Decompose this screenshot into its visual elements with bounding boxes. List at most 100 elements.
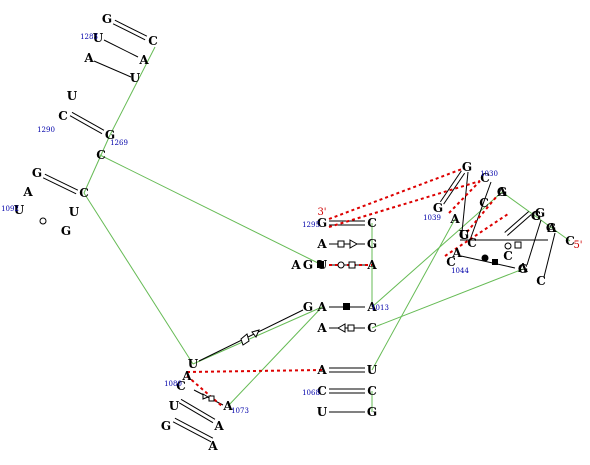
pair-c-a-long — [460, 255, 516, 269]
residue-number-1013: 1013 — [371, 304, 389, 312]
pair-triangle-symbol-4 — [202, 393, 210, 400]
nucleotide-n24: A — [366, 258, 377, 272]
nucleotide-n62: G — [535, 206, 545, 220]
nucleotide-n52: A — [181, 369, 192, 383]
nucleotide-n59: G — [546, 221, 556, 235]
residue-number-1080: 1080 — [164, 380, 182, 388]
nucleotide-n48: C — [367, 384, 377, 398]
backbone-layer — [83, 46, 571, 412]
nucleotide-n15: U — [14, 203, 25, 217]
tertiary-interaction-layer — [186, 168, 509, 408]
nucleotide-n47: C — [317, 384, 327, 398]
pair-square-symbol — [337, 240, 345, 248]
nucleotide-n54: A — [222, 399, 233, 413]
pair-square-symbol-3 — [348, 261, 356, 269]
nucleotide-n31: C — [480, 171, 490, 185]
residue-number-1039: 1039 — [423, 214, 441, 222]
nucleotide-n11: G — [32, 166, 42, 180]
nucleotide-n43: G — [518, 262, 528, 276]
nucleotide-n38: C — [565, 234, 575, 248]
nucleotide-n2: C — [148, 34, 158, 48]
pair-triangle-symbol-3 — [251, 329, 260, 338]
nucleotide-n65: C — [467, 236, 477, 250]
pair-g-c-1039-b — [439, 170, 462, 203]
nucleotide-n37: A — [546, 221, 557, 235]
tertiary-interaction-4 — [466, 195, 498, 233]
nucleotide-n63: G — [497, 185, 507, 199]
nucleotide-n14: U — [69, 205, 80, 219]
residue-number-1295: 1295 — [302, 221, 320, 229]
nucleotide-n51: U — [188, 357, 199, 371]
residue-number-1068: 1068 — [302, 389, 320, 397]
backbone-segment-6 — [227, 306, 323, 407]
nucleotide-n28: A — [316, 321, 327, 335]
residue-number-1073: 1073 — [231, 407, 249, 415]
nucleotide-n42: C — [503, 249, 513, 263]
pair-a-u-right — [543, 232, 556, 278]
nucleotide-n34: U — [459, 228, 470, 242]
pair-filled-circle-symbol — [481, 254, 489, 262]
nucleotide-n17: G — [317, 216, 327, 230]
nucleotide-n26: A — [316, 300, 327, 314]
pair-c-u-1030 — [461, 171, 469, 233]
pair-g-c-top-a — [112, 23, 146, 41]
residue-number-1269: 1269 — [110, 139, 128, 147]
nucleotide-n44: C — [536, 274, 546, 288]
backbone-segment-12 — [371, 218, 456, 371]
nucleotide-n53: C — [176, 379, 186, 393]
pair-filled-square-symbol-3 — [492, 259, 498, 265]
pair-c-g-bottom2-a — [178, 402, 214, 424]
nucleotide-n61: C — [531, 209, 541, 223]
backbone-segment-3 — [99, 154, 323, 266]
pair-a-u-2 — [93, 60, 132, 78]
pair-g-c-lower-b — [44, 173, 79, 191]
nucleotide-n25: G — [303, 300, 313, 314]
nucleotide-n4: A — [138, 53, 149, 67]
residue-number-1030: 1030 — [480, 170, 498, 178]
pair-c-g-upper-b — [71, 111, 105, 131]
tertiary-interaction-2 — [328, 180, 481, 228]
pair-g-c-lower-a — [42, 177, 77, 195]
tertiary-interaction-8 — [186, 375, 224, 408]
residue-number-1092: 1092 — [1, 205, 19, 213]
nucleotide-n16: G — [61, 224, 71, 238]
nucleotide-n7: U — [67, 89, 78, 103]
nucleotide-n40: G — [459, 228, 469, 242]
nucleotide-n8: C — [58, 109, 68, 123]
nucleotide-n58: A — [207, 439, 218, 453]
nucleotide-n18: C — [367, 216, 377, 230]
backbone-segment-4 — [83, 192, 194, 365]
nucleotide-n21: A — [290, 258, 301, 272]
tertiary-interaction-3 — [448, 180, 481, 214]
pair-g-c-1039-a — [443, 172, 466, 205]
backbone-segment-1 — [109, 46, 156, 136]
pair-filled-square-symbol — [343, 303, 350, 310]
pair-triangle-symbol-2 — [336, 323, 346, 333]
pair-square-symbol-2 — [347, 324, 355, 332]
nucleotide-n6: U — [130, 71, 141, 85]
nucleotide-n50: G — [367, 405, 377, 419]
backbone-segment-9 — [501, 191, 571, 242]
backbone-segment-5 — [192, 306, 323, 365]
nucleotide-n30: G — [462, 160, 472, 174]
nucleotide-n3: U — [93, 31, 104, 45]
nucleotide-n45: A — [316, 363, 327, 377]
nucleotide-n22: G — [303, 258, 313, 272]
residue-number-1283: 1283 — [80, 33, 98, 41]
nucleotide-n23: U — [317, 258, 328, 272]
nucleotide-n1: G — [102, 12, 112, 26]
pair-c-g-bottom2-b — [180, 398, 216, 420]
nucleotide-n36: G — [531, 209, 541, 223]
nucleotide-n19: A — [316, 237, 327, 251]
pair-c-g-upper-a — [69, 115, 103, 135]
residue-number-1290: 1290 — [37, 126, 55, 134]
pair-square-symbol-4 — [208, 395, 215, 402]
nucleotide-n29: C — [367, 321, 377, 335]
nucleotide-n5: A — [83, 51, 94, 65]
pair-c-g-bottom-b — [174, 417, 214, 439]
nucleotide-n13: A — [22, 185, 33, 199]
pair-a-g-long — [198, 309, 304, 362]
nucleotide-n49: U — [317, 405, 328, 419]
tertiary-interaction-7 — [186, 369, 323, 373]
